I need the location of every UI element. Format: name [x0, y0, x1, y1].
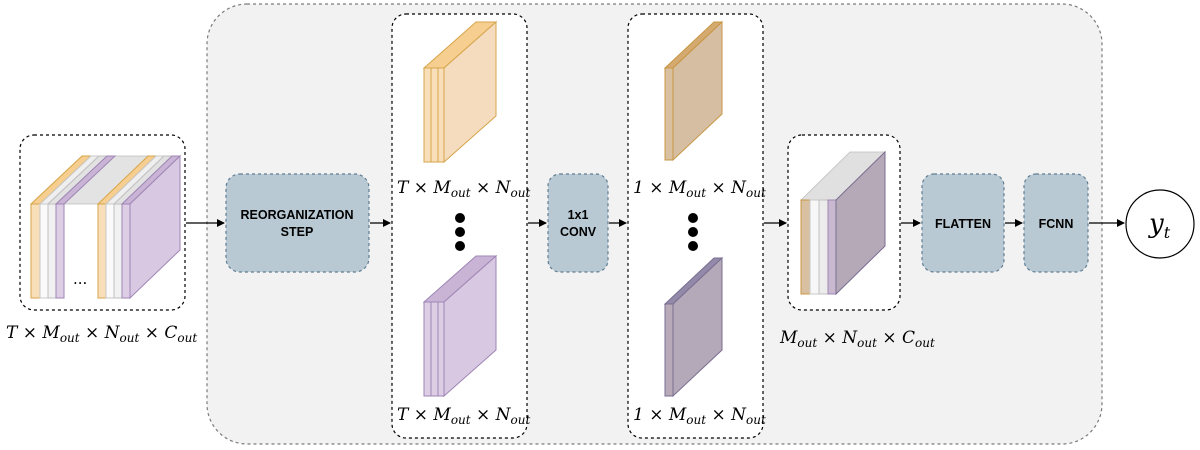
- conv-output-tensor-orange: [663, 20, 724, 162]
- reorg-top-dims-label: T × Mout × Nout: [397, 178, 530, 200]
- output-subscript: t: [1164, 223, 1171, 242]
- conv-bottom-dims-label: 1 × Mout × Nout: [633, 405, 766, 427]
- flatten-button[interactable]: FLATTEN: [921, 173, 1005, 273]
- input-ellipsis: ...: [73, 270, 87, 288]
- reorg-bottom-dims-label: T × Mout × Nout: [397, 405, 530, 427]
- reorganization-label-line2: STEP: [281, 225, 314, 239]
- reorganized-ellipsis-dots: [455, 213, 465, 251]
- input-tensor-stack: ...: [29, 154, 182, 300]
- flatten-label: FLATTEN: [935, 217, 991, 231]
- conv-label-line1: 1x1: [568, 208, 589, 222]
- merged-tensor-stack: [800, 150, 886, 296]
- conv-1x1-button[interactable]: 1x1 CONV: [547, 173, 609, 273]
- conv-output-box: [627, 13, 764, 439]
- fcnn-button[interactable]: FCNN: [1023, 173, 1089, 273]
- reorganized-tensor-purple: [422, 254, 498, 398]
- conv-ellipsis-dots: [688, 213, 698, 251]
- reorganization-step-button[interactable]: REORGANIZATION STEP: [225, 173, 370, 273]
- input-dims-label: T × Mout × Nout × Cout: [6, 323, 197, 345]
- reorganized-tensor-orange: [422, 20, 498, 164]
- conv-label-line2: CONV: [560, 225, 597, 239]
- fcnn-label: FCNN: [1039, 217, 1074, 231]
- svg-text:yt: yt: [1148, 209, 1171, 242]
- output-symbol: y: [1148, 209, 1164, 239]
- conv-top-dims-label: 1 × Mout × Nout: [633, 178, 766, 200]
- reorganization-label-line1: REORGANIZATION: [241, 208, 354, 222]
- merged-dims-label: Mout × Nout × Cout: [779, 328, 935, 350]
- conv-output-tensor-purple: [663, 256, 724, 398]
- output-node: yt: [1125, 189, 1195, 259]
